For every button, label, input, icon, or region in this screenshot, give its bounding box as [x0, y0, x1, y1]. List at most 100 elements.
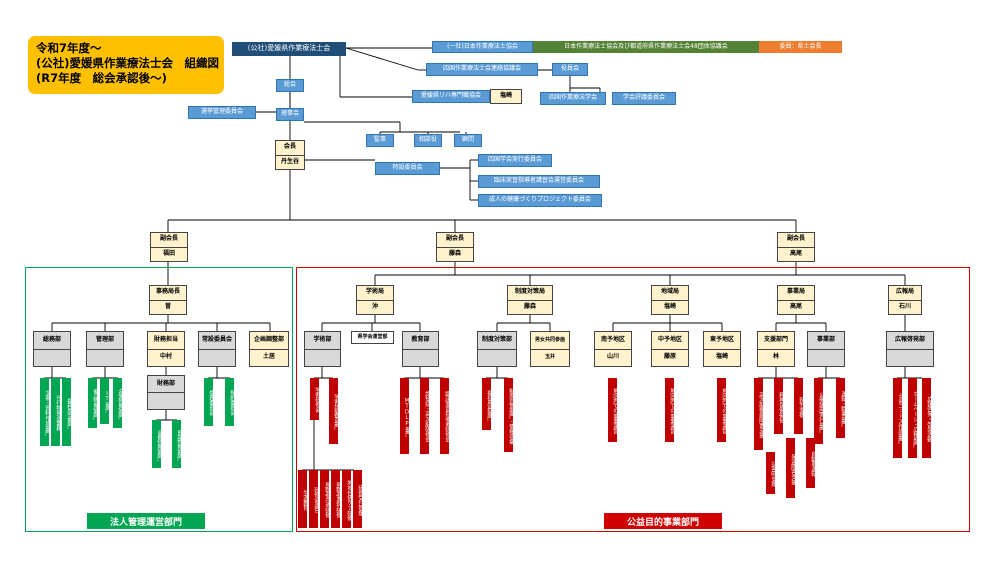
academic-dept-box: 学術部	[304, 331, 341, 367]
public-item-24: 現職者選択研修	[331, 470, 340, 528]
public-item-23: 現職者共通研修	[320, 470, 329, 528]
public-item-2: MTDLP部門	[400, 378, 409, 454]
vice-name: 高尾	[778, 246, 814, 262]
public-item-12: 就労支援	[794, 378, 803, 434]
projects-box: 事業部	[807, 331, 845, 367]
business-box: 事業局高尾	[777, 285, 815, 315]
system-box: 制度対策局藤森	[507, 285, 553, 315]
public-frame	[296, 267, 970, 532]
public-label: 公益目的事業部門	[604, 513, 722, 529]
secretariat-title: 事務局長	[155, 288, 180, 296]
president-name: 丹生谷	[276, 154, 304, 170]
election-committee-box: 選挙管理委員会	[188, 106, 256, 119]
public-item-26: 研修受付管理	[353, 470, 362, 528]
public-item-4: 臨床実習指導者研修会	[440, 378, 449, 454]
vice-president-2: 副会長藤森	[436, 232, 474, 262]
general-affairs-box: 総務部	[33, 331, 71, 367]
south-district-box: 南予地区山川	[594, 331, 632, 367]
public-item-13: 発達障害支援	[786, 438, 795, 498]
dept-title: 総務部	[42, 335, 61, 343]
public-item-21: 生涯教育	[298, 470, 307, 528]
pr-box: 広報局石川	[888, 285, 922, 315]
public-item-1: 学術誌編集部門	[329, 378, 338, 444]
dept-title: 事業部	[816, 335, 835, 343]
vice-name: 福田	[151, 246, 187, 262]
planning-name: 土居	[250, 348, 288, 367]
corporate-item-0: 文書・資料作成部門	[40, 378, 49, 446]
district-title: 南予地区	[600, 335, 625, 343]
bureau-title: 制度対策局	[514, 288, 545, 296]
support-title: 支援部門	[763, 335, 788, 343]
public-item-8: 地区内での事業運営	[665, 378, 674, 442]
public-item-9: 地区内での事業運営	[717, 378, 726, 442]
rehab-person-box: 塩崎	[490, 89, 522, 104]
vice-president-3: 副会長高尾	[777, 232, 815, 262]
public-item-19: ホームページ・広報部門	[908, 378, 917, 458]
vice-president-1: 副会長福田	[150, 232, 188, 262]
district-title: 中予地区	[657, 335, 682, 343]
president-box: 会長 丹生谷	[275, 140, 305, 170]
public-item-11: 精神保健福祉	[774, 378, 783, 434]
support-name: 林	[758, 348, 794, 367]
title-line-2: (公社)愛媛県作業療法士会 組織図	[36, 56, 220, 71]
prefectural-council-box: 日本作業療法士協会及び都道府県作業療法士会48団体協議会	[533, 41, 759, 53]
dept-title: 管理部	[95, 335, 114, 343]
dept-title: 財務部	[156, 379, 175, 387]
shikoku-congress-box: 四国作業療法学会	[540, 92, 606, 105]
member-label-box: 委員：県士会長	[759, 41, 842, 53]
dept-title: 制度対策部	[481, 335, 512, 343]
finance-title: 財務担当	[153, 335, 178, 343]
planning-box: 企画調整部土居	[249, 331, 289, 367]
public-item-6: 制度対策部門・情報収集	[504, 378, 513, 452]
special-item-1: 臨床実習指導者講習会運営委員会	[478, 175, 600, 188]
general-meeting-box: 総会	[276, 79, 304, 92]
public-item-0: 学術研修会	[310, 378, 319, 420]
academic-box: 学術局沖	[356, 285, 394, 315]
corporate-item-1: 刊行物発送業務	[51, 378, 60, 446]
system-dept-box: 制度対策部	[477, 331, 517, 367]
mf-name: 玉井	[531, 348, 569, 367]
public-item-25: 地域包括ケア研修	[342, 470, 351, 528]
association-box: (公社)愛媛県作業療法士会	[232, 42, 346, 56]
title-line-1: 令和7年度～	[36, 41, 102, 55]
jaot-box: (一社)日本作業療法士協会	[432, 41, 533, 53]
public-item-5: 福祉用具部門	[482, 378, 491, 430]
bureau-name: 沖	[357, 299, 393, 315]
bureau-title: 地域局	[660, 288, 679, 296]
finance-head-box: 財務担当中村	[147, 331, 185, 367]
regional-box: 地域局塩崎	[651, 285, 689, 315]
corporate-frame	[25, 267, 293, 532]
finance-dept-box: 財務部	[147, 375, 185, 410]
corporate-item-4: IT部門	[100, 378, 109, 424]
dept-title: 広報啓発部	[894, 335, 925, 343]
education-box: 教育部	[402, 331, 439, 367]
public-item-3: 認知症・高次脳研修会	[420, 378, 429, 454]
pr-dept-box: 広報啓発部	[886, 331, 934, 367]
corporate-item-2: 福利厚生部門	[62, 378, 71, 446]
public-item-18: 士会ニュース作成部門	[893, 378, 902, 458]
public-item-14: 災害時支援	[766, 452, 775, 494]
district-name: 藤原	[652, 348, 688, 367]
society-office-box: 県学会運営部	[351, 331, 394, 344]
management-box: 管理部	[86, 331, 124, 367]
secretariat-box: 事務局長曽	[149, 285, 187, 315]
vice-title: 副会長	[786, 235, 805, 243]
district-title: 東予地区	[709, 335, 734, 343]
rehab-council-box: 愛媛県リハ専門職協会	[412, 90, 490, 103]
bureau-name: 石川	[889, 299, 921, 315]
public-item-10: 高次脳機能障害支援	[754, 378, 763, 450]
officers-box: 役員会	[552, 63, 588, 76]
bureau-name: 高尾	[778, 299, 814, 315]
chart-title: 令和7年度～ (公社)愛媛県作業療法士会 組織図 (R7年度 総会承認後～)	[28, 36, 224, 94]
bureau-title: 広報局	[895, 288, 914, 296]
corporate-label: 法人管理運営部門	[87, 513, 205, 529]
bureau-name: 塩崎	[652, 299, 688, 315]
finance-name: 中村	[148, 348, 184, 367]
public-item-17: 運転・職業部門	[836, 378, 845, 438]
corporate-item-6: 会費管理部門	[152, 420, 161, 468]
special-committee-box: 特設委員会	[375, 162, 440, 175]
public-item-7: 地区内での事業運営	[608, 378, 617, 442]
public-item-22: 研修会運営	[309, 470, 318, 528]
advisor-box: 相談役	[414, 134, 442, 147]
